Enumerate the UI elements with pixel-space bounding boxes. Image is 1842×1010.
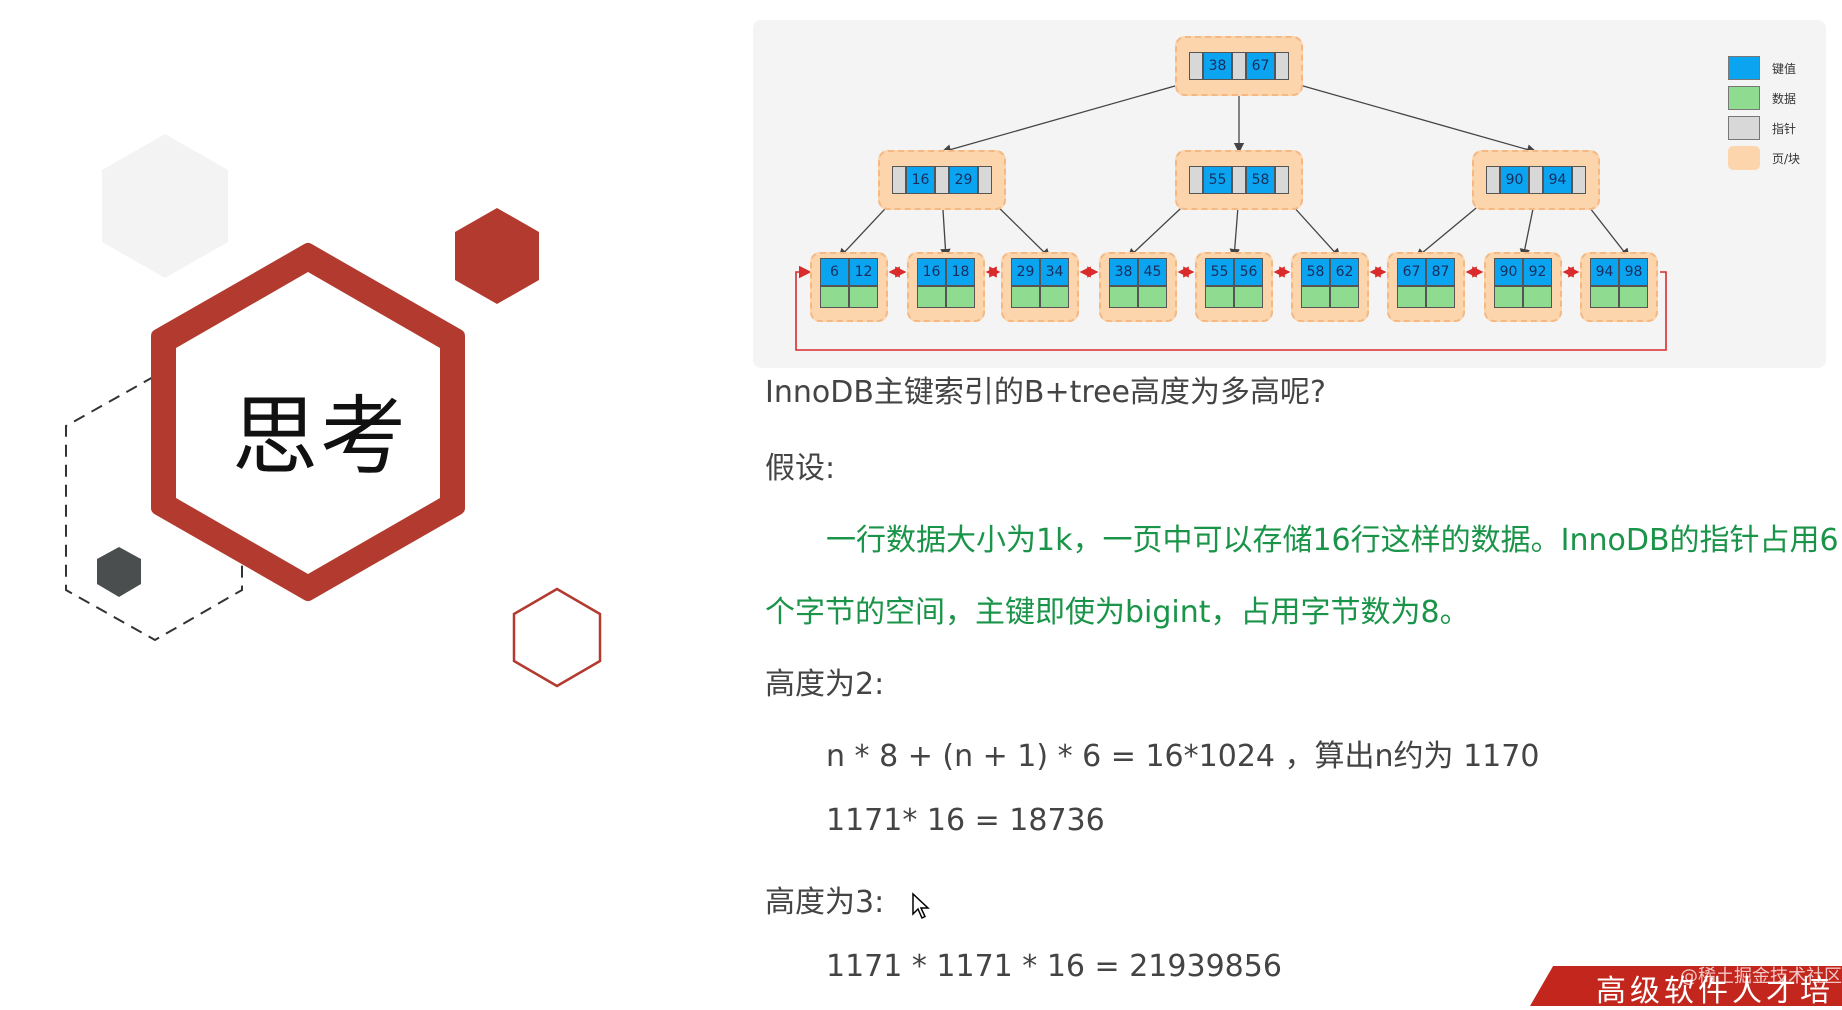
leaf-node-key: 90	[1494, 258, 1523, 286]
mouse-cursor-icon	[912, 892, 930, 920]
watermark: @稀土掘金技术社区	[1680, 966, 1842, 987]
legend-data-label: 数据	[1772, 91, 1797, 106]
leaf-node-data	[1011, 286, 1040, 308]
leaf-node-key: 56	[1234, 258, 1263, 286]
leaf-node-data	[1426, 286, 1455, 308]
leaf-node-data	[849, 286, 878, 308]
leaf-node-key: 12	[849, 258, 878, 286]
leaf-node-key: 87	[1426, 258, 1455, 286]
leaf-node-key: 16	[917, 258, 946, 286]
root-node-pointer	[1275, 52, 1289, 80]
internal-node-key: 94	[1543, 166, 1572, 194]
height3-result: 1171 * 1171 * 16 = 21939856	[826, 949, 1282, 984]
leaf-node-data	[1138, 286, 1167, 308]
leaf-node-key: 38	[1109, 258, 1138, 286]
height2-label: 高度为2:	[765, 667, 885, 702]
legend-page-swatch	[1728, 146, 1760, 170]
leaf-node-data	[1330, 286, 1359, 308]
leaf-node-data	[1109, 286, 1138, 308]
leaf-node-data	[917, 286, 946, 308]
leaf-node-data	[1397, 286, 1426, 308]
leaf-node-key: 62	[1330, 258, 1359, 286]
red-hexagon	[455, 208, 539, 304]
leaf-node-key: 29	[1011, 258, 1040, 286]
leaf-node-key: 45	[1138, 258, 1167, 286]
internal-node-pointer	[935, 166, 949, 194]
outline-red-hexagon	[512, 587, 602, 688]
leaf-node-key: 55	[1205, 258, 1234, 286]
leaf-node-data	[1301, 286, 1330, 308]
tree-edge	[940, 79, 1197, 155]
legend-data: 数据	[1728, 86, 1796, 110]
main-hexagon-fill	[176, 272, 440, 574]
internal-node-key: 90	[1500, 166, 1529, 194]
internal-node-pointer	[1232, 166, 1246, 194]
page-title: 思考	[232, 386, 408, 487]
leaf-node-key: 67	[1397, 258, 1426, 286]
leaf-node-key: 98	[1619, 258, 1648, 286]
faint-hexagon	[102, 134, 228, 278]
root-node-pointer	[1189, 52, 1203, 80]
leaf-node-data	[1619, 286, 1648, 308]
internal-node-key: 55	[1203, 166, 1232, 194]
leaf-node-data	[946, 286, 975, 308]
root-node-key: 38	[1203, 52, 1232, 80]
leaf-node-data	[1590, 286, 1619, 308]
internal-node-key: 58	[1246, 166, 1275, 194]
legend-page-label: 页/块	[1772, 151, 1801, 166]
internal-node-pointer	[1486, 166, 1500, 194]
legend-key-label: 键值	[1772, 61, 1797, 76]
leaf-node-key: 94	[1590, 258, 1619, 286]
internal-node-pointer	[978, 166, 992, 194]
assume-line-2: 个字节的空间，主键即使为bigint，占用字节数为8。	[765, 595, 1470, 630]
leaf-node-data	[1523, 286, 1552, 308]
leaf-node-data	[1234, 286, 1263, 308]
leaf-node-data	[1205, 286, 1234, 308]
internal-node-pointer	[892, 166, 906, 194]
question-text: InnoDB主键索引的B+tree高度为多高呢?	[765, 375, 1326, 410]
leaf-node-key: 92	[1523, 258, 1552, 286]
assume-line-1: 一行数据大小为1k，一页中可以存储16行这样的数据。InnoDB的指针占用6	[826, 523, 1839, 558]
leaf-node-key: 6	[820, 258, 849, 286]
height3-label: 高度为3:	[765, 885, 885, 920]
dark-hexagon	[97, 547, 141, 597]
legend-key-swatch	[1728, 56, 1760, 80]
internal-node-pointer	[1529, 166, 1543, 194]
legend-page: 页/块	[1728, 146, 1800, 170]
leaf-wrap-link	[795, 265, 1667, 351]
internal-node-key: 16	[906, 166, 935, 194]
leaf-node-data	[820, 286, 849, 308]
leaf-node-data	[1040, 286, 1069, 308]
legend-pointer-label: 指针	[1772, 121, 1797, 136]
internal-node-pointer	[1572, 166, 1586, 194]
height2-formula: n * 8 + (n + 1) * 6 = 16*1024 ，算出n约为 117…	[826, 739, 1540, 774]
internal-node-key: 29	[949, 166, 978, 194]
assume-label: 假设:	[765, 451, 836, 486]
decoration-hexagons	[65, 134, 602, 688]
leaf-node-data	[1494, 286, 1523, 308]
legend-pointer-swatch	[1728, 116, 1760, 140]
root-node-key: 67	[1246, 52, 1275, 80]
legend-pointer: 指针	[1728, 116, 1796, 140]
leaf-node-key: 34	[1040, 258, 1069, 286]
internal-node-pointer	[1189, 166, 1203, 194]
tree-edge	[1281, 79, 1538, 155]
legend-data-swatch	[1728, 86, 1760, 110]
root-node-pointer	[1232, 52, 1246, 80]
legend-key: 键值	[1728, 56, 1796, 80]
height2-result: 1171* 16 = 18736	[826, 803, 1105, 838]
leaf-node-key: 18	[946, 258, 975, 286]
internal-node-pointer	[1275, 166, 1289, 194]
leaf-node-key: 58	[1301, 258, 1330, 286]
